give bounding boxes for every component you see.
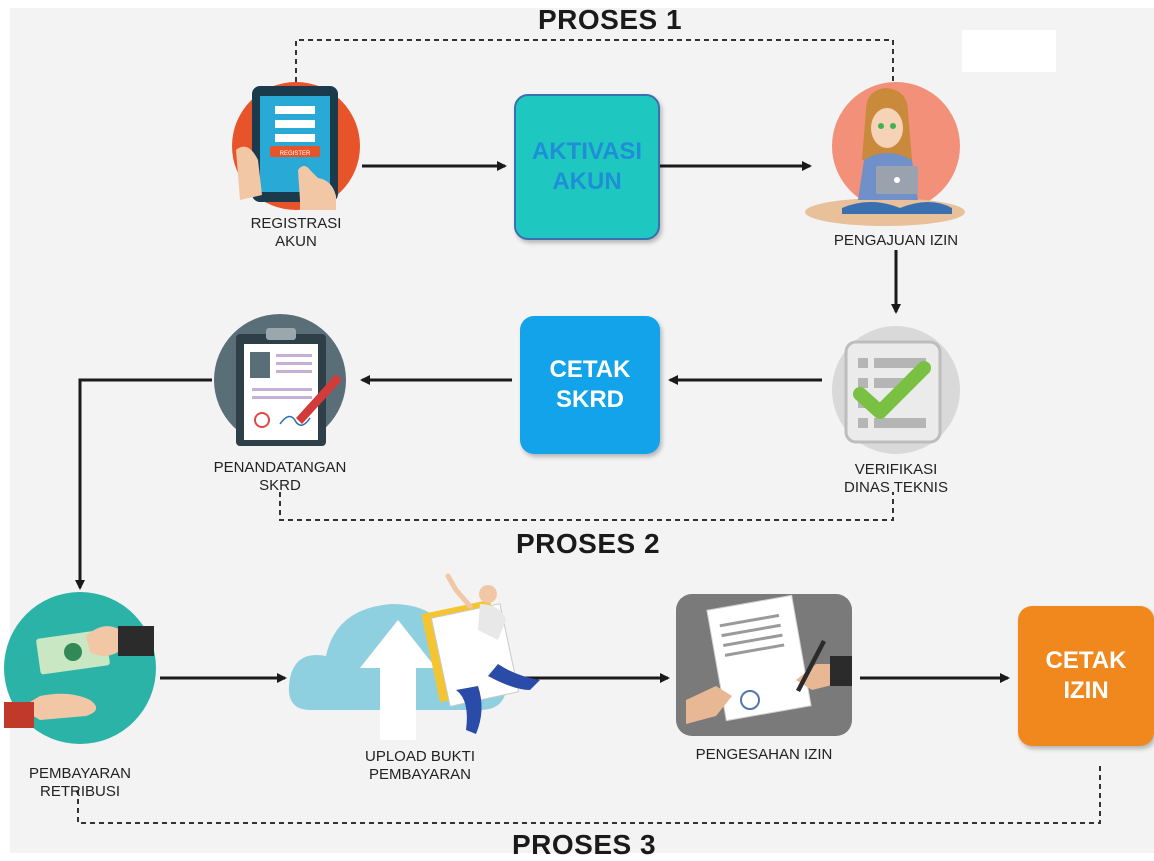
register-badge-text: REGISTER xyxy=(280,151,311,157)
upload-line2: PEMBAYARAN xyxy=(369,766,471,783)
heading-proses-1: PROSES 1 xyxy=(537,4,683,35)
pembayaran-line2: RETRIBUSI xyxy=(39,783,120,800)
cetak-izin-line2: IZIN xyxy=(1063,677,1109,704)
label-penandatangan-skrd: PENANDATANGAN SKRD xyxy=(180,459,380,495)
pengajuan-line1: PENGAJUAN IZIN xyxy=(833,232,959,249)
label-registrasi-akun: REGISTRASI AKUN xyxy=(216,215,376,251)
penandatangan-line1: PENANDATANGAN xyxy=(213,459,347,476)
checklist-icon xyxy=(832,326,960,454)
money-hands-icon xyxy=(4,592,156,744)
heading-proses-3: PROSES 3 xyxy=(511,829,657,860)
registrasi-line1: REGISTRASI xyxy=(250,215,342,232)
proses2-bracket xyxy=(279,492,894,521)
verifikasi-line2: DINAS TEKNIS xyxy=(844,479,948,496)
heading-proses-2: PROSES 2 xyxy=(515,528,661,559)
step-cetak-izin-box: CETAK IZIN xyxy=(1018,606,1154,746)
arrow-penandatangan-to-pembayaran xyxy=(75,378,212,590)
proses1-bracket xyxy=(295,39,894,82)
cetak-izin-line1: CETAK xyxy=(1045,647,1127,674)
penandatangan-line2: SKRD xyxy=(259,477,301,494)
tablet-register-icon: REGISTER xyxy=(232,82,360,210)
blank-patch xyxy=(962,30,1056,72)
pengesahan-line1: PENGESAHAN IZIN xyxy=(695,746,833,763)
document-handshake-icon xyxy=(676,594,852,736)
clipboard-sign-icon xyxy=(214,314,346,446)
cetak-skrd-line2: SKRD xyxy=(555,386,624,413)
label-pembayaran-retribusi: PEMBAYARAN RETRIBUSI xyxy=(0,765,160,801)
proses3-bracket xyxy=(77,765,1101,824)
pembayaran-line1: PEMBAYARAN xyxy=(29,765,131,782)
registrasi-line2: AKUN xyxy=(275,233,317,250)
aktivasi-line2: AKUN xyxy=(552,168,622,195)
step-aktivasi-akun-box: AKTIVASI AKUN xyxy=(514,94,660,240)
label-pengesahan-izin: PENGESAHAN IZIN xyxy=(664,746,864,764)
step-cetak-skrd-box: CETAK SKRD xyxy=(520,316,660,454)
aktivasi-line1: AKTIVASI xyxy=(531,138,643,165)
cetak-skrd-line1: CETAK xyxy=(549,356,631,383)
woman-laptop-icon xyxy=(805,82,965,226)
cloud-upload-icon xyxy=(288,573,540,740)
verifikasi-line1: VERIFIKASI xyxy=(854,461,938,478)
label-upload-bukti-pembayaran: UPLOAD BUKTI PEMBAYARAN xyxy=(330,748,510,784)
label-pengajuan-izin: PENGAJUAN IZIN xyxy=(796,232,996,250)
label-verifikasi-dinas-teknis: VERIFIKASI DINAS TEKNIS xyxy=(806,461,986,497)
upload-line1: UPLOAD BUKTI xyxy=(364,748,476,765)
